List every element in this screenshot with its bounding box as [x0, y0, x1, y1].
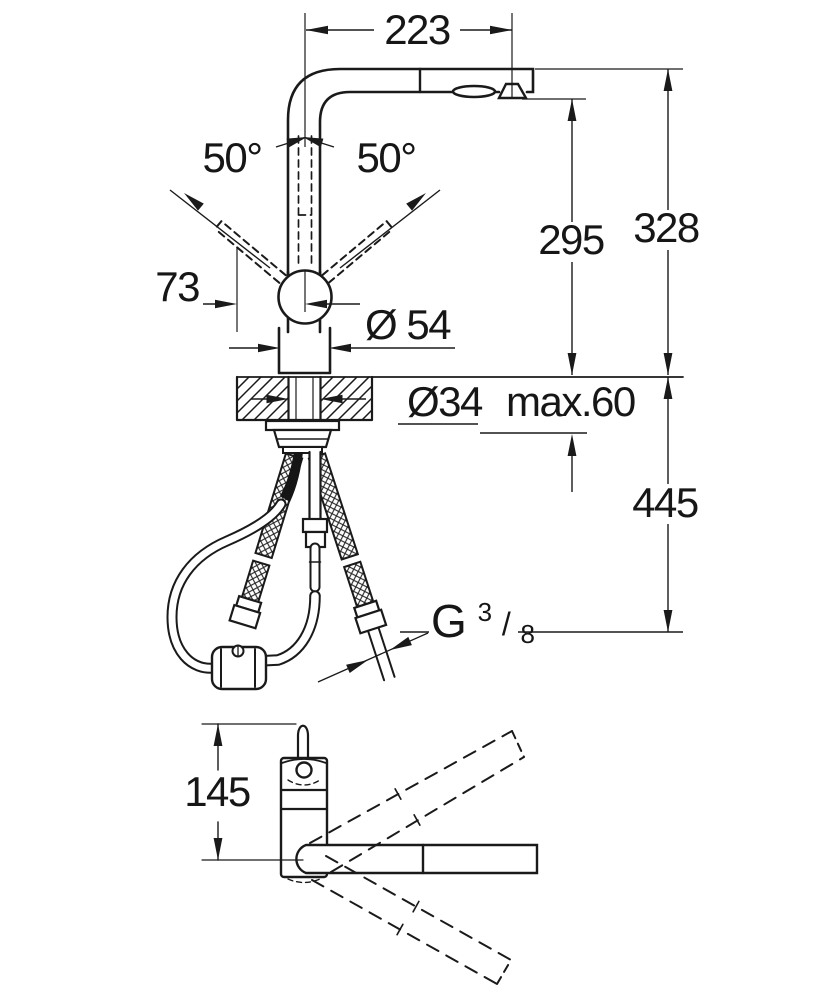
dim-swivel-offset-label: 145 [184, 768, 250, 815]
dim-height-to-outlet [522, 98, 586, 375]
spray-button [451, 84, 497, 99]
mounting-shank [287, 375, 322, 423]
dim-below-deck [663, 377, 673, 632]
dim-spout-reach-label: 223 [384, 6, 450, 53]
mounting-shank-inner [295, 376, 314, 422]
dim-hole-diameter [251, 394, 478, 425]
dim-max-thickness [480, 432, 587, 492]
dim-hole-diameter-label: Ø34 [407, 378, 483, 425]
dim-height-outlet-label: 295 [538, 216, 604, 263]
dim-handle-angles [169, 137, 441, 269]
plan-hose-hook [296, 724, 310, 760]
plan-hidden-arc [287, 779, 321, 786]
plan-body-rim [281, 758, 327, 764]
dimension-labels: 223 50° 50° 73 Ø 54 295 328 Ø34 max.60 4… [155, 6, 700, 815]
thread-size-label: G 3 / 8 [431, 579, 534, 649]
thread-numerator: 3 [478, 597, 492, 627]
spout-outline-outer [286, 67, 535, 279]
plan-spout-swivel-up [309, 730, 525, 873]
plan-swivel-ticks-up [394, 788, 421, 826]
dim-handle-offset [203, 247, 360, 332]
dim-thread-leader [317, 631, 683, 683]
dim-handle-offset-label: 73 [155, 263, 199, 310]
mounting-hardware [264, 419, 341, 454]
dim-max-thickness-label: max.60 [506, 378, 635, 425]
plan-spout [295, 843, 539, 875]
plan-body-lines [279, 788, 329, 811]
lever-position-left [214, 220, 287, 284]
plan-spout-swivel-down [311, 855, 512, 985]
thread-slash: / [502, 606, 511, 642]
dim-height-overall [535, 68, 683, 375]
lever-position-right [321, 220, 394, 284]
dim-below-deck-label: 445 [632, 479, 698, 526]
hose-weight [210, 644, 268, 691]
plan-swivel-ticks-down [396, 900, 420, 936]
mounting-washer [264, 419, 341, 432]
pullout-hose [166, 450, 329, 674]
spout-outline-inner [318, 90, 501, 279]
plan-bottom-arc [287, 878, 321, 884]
dim-angle-right-label: 50° [356, 134, 415, 181]
cartridge-hidden-lines [297, 135, 313, 267]
hose-connector [301, 517, 329, 534]
hose-guide [280, 452, 303, 502]
dim-body-diameter [229, 343, 455, 353]
thread-prefix: G [431, 595, 466, 647]
dim-height-overall-label: 328 [633, 204, 699, 251]
dim-spout-reach [306, 25, 512, 35]
dim-angle-left-label: 50° [202, 134, 261, 181]
plan-hose-hole [295, 761, 313, 779]
dim-body-diameter-label: Ø 54 [365, 301, 451, 348]
plan-view [201, 723, 539, 985]
thread-denominator: 8 [520, 619, 534, 649]
dimension-graphics [169, 13, 683, 683]
dim-swivel-offset [201, 723, 304, 861]
